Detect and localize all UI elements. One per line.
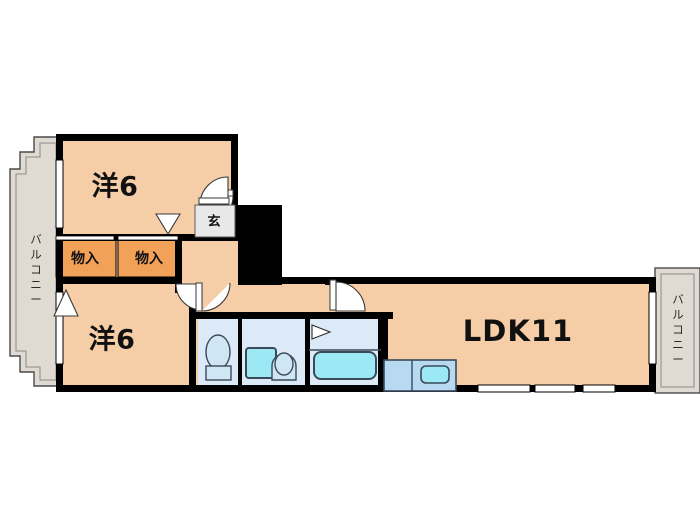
walls	[56, 134, 656, 392]
room-label-lower: 洋6	[89, 324, 136, 356]
kitchen-sink	[420, 365, 450, 384]
balcony-right-char-1: ル	[672, 308, 684, 322]
door-lower-room	[53, 288, 79, 317]
balcony-left-label: バ ル コ ニ ー	[30, 233, 42, 307]
toilet-basin	[205, 334, 232, 381]
door-bath-entry	[195, 282, 231, 312]
balcony-right-shape	[654, 267, 700, 394]
door-genkan	[194, 176, 236, 238]
doors	[53, 176, 366, 340]
genkan-label: 玄	[207, 214, 220, 230]
balcony-left-char-3: ニ	[30, 278, 42, 292]
balcony-right-char-2: コ	[672, 323, 684, 337]
door-closet-upper	[155, 213, 181, 236]
balcony-right-label: バ ル コ ニ ー	[672, 293, 684, 367]
bathtub	[313, 351, 377, 380]
balcony-left-char-1: ル	[30, 248, 42, 262]
toilet-bowl	[271, 352, 297, 381]
fixtures	[205, 334, 457, 392]
balcony-left-char-4: ー	[30, 293, 42, 307]
windows	[55, 159, 657, 393]
balcony-right-char-4: ー	[672, 353, 684, 367]
door-ldk	[329, 279, 366, 312]
balcony-right-char-3: ニ	[672, 338, 684, 352]
room-label-ldk: LDK11	[463, 314, 573, 348]
closet-label-left: 物入	[71, 250, 99, 267]
balcony-left-shape	[9, 136, 63, 387]
sliding-bath	[311, 324, 332, 340]
room-label-upper: 洋6	[92, 171, 139, 203]
balcony-left-char-2: コ	[30, 263, 42, 277]
balcony-left-char-0: バ	[30, 233, 42, 247]
closet-label-right: 物入	[135, 250, 163, 267]
balcony-right-char-0: バ	[672, 293, 684, 307]
